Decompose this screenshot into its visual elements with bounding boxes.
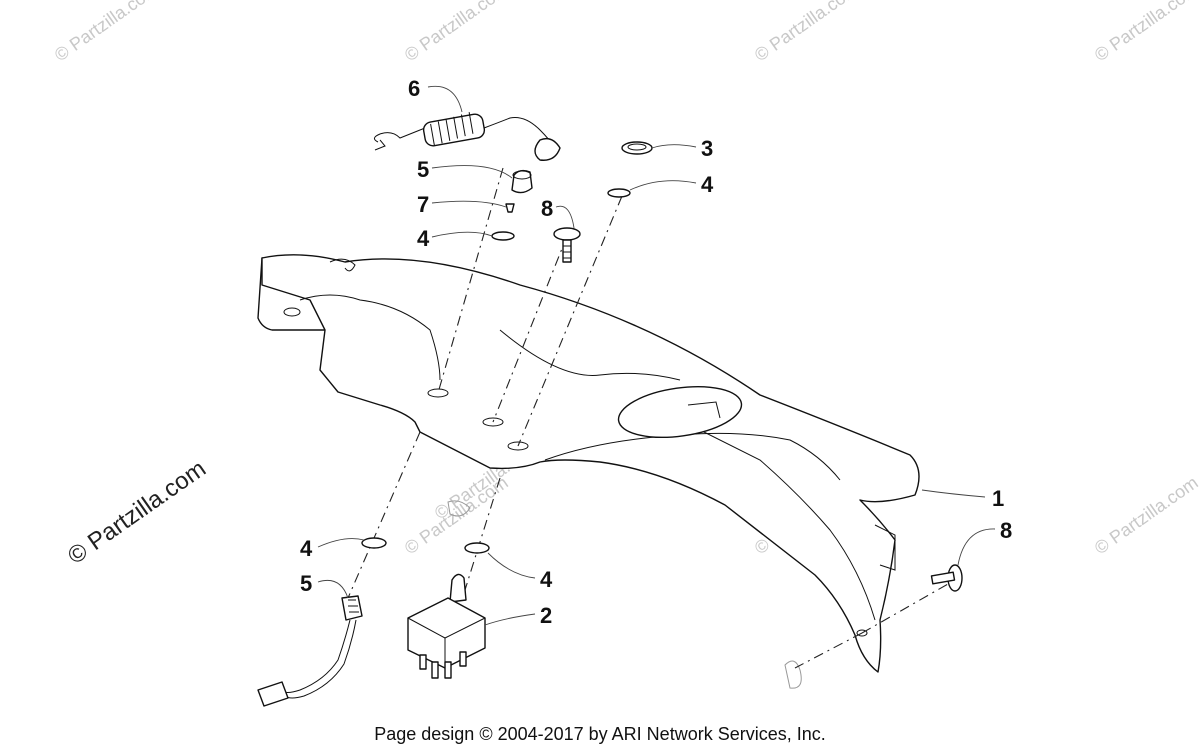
part-5-kill-switch-lead [257,595,363,707]
washer [491,231,515,241]
screw-shank [930,571,956,585]
callout-7: 7 [417,192,429,217]
fender-slot [874,524,896,571]
part-6-tether-cord [374,112,561,161]
callout-3: 3 [701,136,713,161]
part-4-washers [361,188,631,554]
watermark-text: © Partzilla.com [401,0,512,65]
fender-contour [329,258,356,272]
toggle-terminal [431,661,439,679]
tether-clip [374,127,426,143]
fender-contour [499,329,681,381]
callout-4-lower-left: 4 [300,536,313,561]
washer [607,188,631,198]
fender-hole [427,388,449,398]
callout-5-upper: 5 [417,157,429,182]
fender-contour [679,419,876,621]
fender-oval-opening [617,386,743,438]
watermark-text: © Partzilla.com [751,0,862,65]
ring-nut-inner [627,143,647,151]
fender-contour [544,432,841,481]
part-8-screw-upper [553,227,581,263]
callout-4-upper-right: 4 [701,172,714,197]
washer [361,537,387,549]
callout-8-lower: 8 [1000,518,1012,543]
part-3-ring-nut [621,141,653,155]
hidden-clip [784,660,802,689]
part-2-toggle-switch [407,573,486,679]
callout-4-lower-right: 4 [540,567,553,592]
tether-key [534,137,561,161]
fender-hole [856,629,868,637]
fender-contour [299,294,441,381]
watermark-text: © Partzilla.com [1091,0,1200,65]
knob-body [511,169,533,194]
callout-5-lower: 5 [300,571,312,596]
screw-shank [562,239,572,263]
callout-numbers: 6 5 7 4 8 3 4 1 8 4 5 4 2 [300,76,1012,628]
screw-body [505,203,515,213]
watermarks: © Partzilla.com © Partzilla.com © Partzi… [51,0,1200,570]
switch-body [341,595,363,621]
toggle-terminal [444,661,452,679]
toggle-lever [449,573,467,603]
fender-hole [507,441,529,451]
fender-body [261,254,920,673]
switch-connector [257,681,289,707]
callout-1: 1 [992,486,1004,511]
switch-lead [284,619,357,699]
fender-hole [482,417,504,427]
toggle-terminal [419,654,427,670]
callout-8-upper: 8 [541,196,553,221]
fender-contour [687,401,721,419]
callout-6: 6 [408,76,420,101]
screw-thread [563,245,571,259]
screw-head [553,227,581,241]
tether-clip [374,139,386,151]
toggle-terminal [459,651,467,667]
part-7-screw [505,203,515,213]
spring-coils [430,112,474,146]
part-5-knob-upper [511,169,533,194]
assembly-lines [347,167,956,669]
callout-2: 2 [540,603,552,628]
watermark-text-large: © Partzilla.com [63,455,211,570]
switch-lead [279,619,351,693]
part-1-fender-panel [257,254,920,689]
watermark-text: © Partzilla.com [51,0,162,65]
knob-top [512,170,532,180]
part-8-screw-lower [930,564,963,592]
callout-4-upper-left: 4 [417,226,430,251]
callout-leaders [317,85,996,626]
watermark-text: © Partzilla.com [1091,472,1200,558]
washer [464,542,490,554]
switch-threads [348,599,359,613]
hidden-clip [447,500,471,517]
toggle-housing [407,597,486,669]
page-design-footer: Page design © 2004-2017 by ARI Network S… [374,724,826,744]
mount-hole [283,307,301,317]
